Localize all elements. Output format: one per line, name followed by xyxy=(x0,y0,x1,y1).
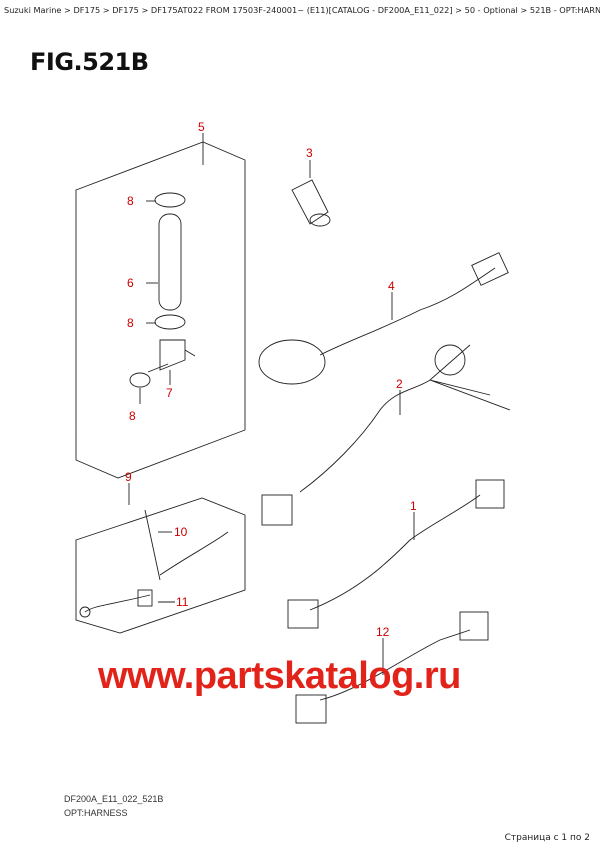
callout-label: 11 xyxy=(176,595,189,609)
callout-label: 5 xyxy=(198,120,205,134)
callout-label: 8 xyxy=(129,409,136,423)
callout-label: 10 xyxy=(174,525,188,539)
hose-part xyxy=(158,213,182,311)
callout-label: 8 xyxy=(127,194,134,208)
buzzer-part xyxy=(258,339,326,385)
callout-label: 2 xyxy=(396,377,403,391)
callout-label: 1 xyxy=(410,499,417,513)
callout-label: 6 xyxy=(127,276,134,290)
callout-label: 7 xyxy=(166,386,173,400)
kit-box-5 xyxy=(75,141,246,479)
kit-box-9 xyxy=(75,497,246,634)
page-indicator: Страница с 1 по 2 xyxy=(504,833,590,843)
harness-part-2 xyxy=(299,344,511,493)
drawing-code: DF200A_E11_022_521B xyxy=(64,794,164,804)
breadcrumb[interactable]: Suzuki Marine > DF175 > DF175 > DF175AT0… xyxy=(4,5,600,15)
callout-label: 9 xyxy=(125,470,132,484)
harness-part-12 xyxy=(319,629,471,701)
callout-label: 12 xyxy=(376,625,390,639)
diagram-caption: OPT:HARNESS xyxy=(64,808,128,818)
callout-label: 4 xyxy=(388,279,395,293)
harness-part-1 xyxy=(309,494,481,611)
watermark: www.partskatalog.ru xyxy=(98,655,461,697)
figure-title: FIG.521B xyxy=(30,48,149,76)
callout-label: 3 xyxy=(306,146,313,160)
callout-label: 8 xyxy=(127,316,134,330)
plug-part xyxy=(291,179,329,225)
